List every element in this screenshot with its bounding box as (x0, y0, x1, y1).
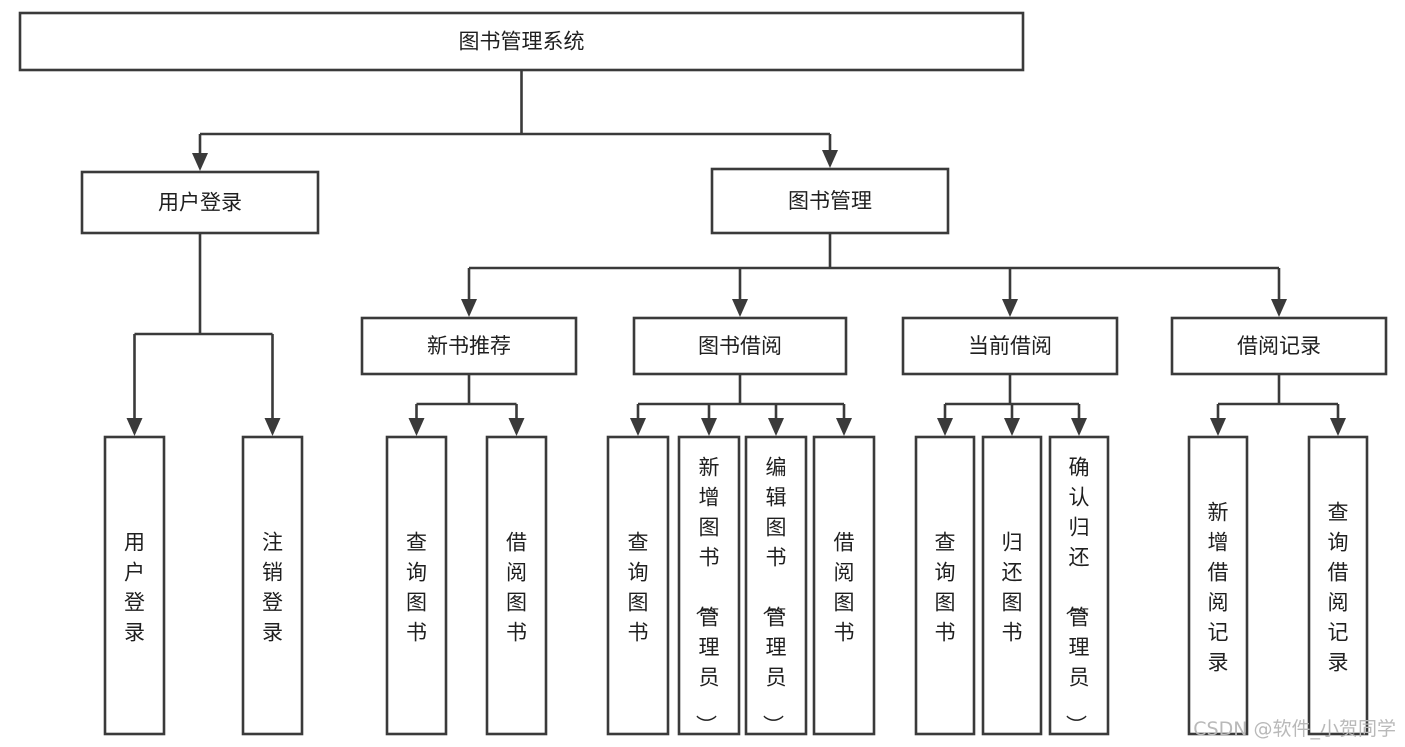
node-box (914, 435, 976, 736)
node-box (744, 435, 808, 736)
node-box (18, 11, 1025, 72)
node-label: 用户登录 (124, 531, 145, 645)
node-leaf-confirm-return[interactable]: 确认归还（管理员） (1048, 435, 1110, 736)
edge-group-current_borrow (937, 374, 1087, 436)
node-label: 注销登录 (262, 531, 283, 645)
node-box (1048, 435, 1110, 736)
node-box (901, 316, 1119, 376)
edge-group-root (192, 70, 838, 171)
node-label: 归还图书 (1002, 531, 1023, 645)
node-label: 图书管理 (788, 189, 872, 213)
node-layer: 图书管理系统用户登录图书管理新书推荐图书借阅当前借阅借阅记录用户登录注销登录查询… (18, 11, 1388, 736)
node-leaf-query-book-1[interactable]: 查询图书 (385, 435, 448, 736)
arrow-head-icon (508, 418, 525, 436)
node-label: 编辑图书（管理员） (761, 456, 787, 736)
node-label: 查询图书 (935, 531, 956, 645)
node-book-manage[interactable]: 图书管理 (710, 167, 950, 235)
edge-group-user_login (126, 233, 281, 436)
node-label: 新增图书（管理员） (694, 456, 720, 736)
node-box (1170, 316, 1388, 376)
node-leaf-user-login[interactable]: 用户登录 (103, 435, 166, 736)
node-label: 查询借阅记录 (1328, 501, 1349, 675)
node-new-book-rec[interactable]: 新书推荐 (360, 316, 578, 376)
arrow-head-icon (1210, 418, 1226, 436)
arrow-head-icon (192, 153, 208, 171)
node-box (632, 316, 848, 376)
node-box (981, 435, 1043, 736)
node-label: 用户登录 (158, 191, 242, 215)
node-label: 借阅图书 (506, 531, 527, 645)
node-label: 新书推荐 (427, 334, 511, 358)
node-box (80, 170, 320, 235)
node-leaf-query-record[interactable]: 查询借阅记录 (1307, 435, 1369, 736)
arrow-head-icon (836, 418, 852, 436)
node-box (710, 167, 950, 235)
node-user-login[interactable]: 用户登录 (80, 170, 320, 235)
node-leaf-edit-book[interactable]: 编辑图书（管理员） (744, 435, 808, 736)
csdn-watermark: CSDN @软件_小贺同学 (1193, 718, 1396, 740)
node-label: 图书借阅 (698, 334, 782, 358)
node-leaf-add-record[interactable]: 新增借阅记录 (1187, 435, 1249, 736)
arrow-head-icon (1071, 418, 1087, 436)
node-leaf-borrow-book-1[interactable]: 借阅图书 (485, 435, 548, 736)
node-book-borrow[interactable]: 图书借阅 (632, 316, 848, 376)
node-box (1187, 435, 1249, 736)
arrow-head-icon (461, 299, 477, 317)
node-label: 借阅图书 (834, 531, 855, 645)
node-box (606, 435, 670, 736)
arrow-head-icon (126, 418, 143, 436)
node-box (485, 435, 548, 736)
arrow-head-icon (1004, 418, 1020, 436)
node-label: 查询图书 (406, 531, 427, 645)
node-leaf-borrow-book-2[interactable]: 借阅图书 (812, 435, 876, 736)
arrow-head-icon (630, 418, 646, 436)
node-box (103, 435, 166, 736)
arrow-head-icon (822, 150, 838, 168)
arrow-head-icon (264, 418, 281, 436)
node-leaf-query-book-3[interactable]: 查询图书 (914, 435, 976, 736)
node-label: 图书管理系统 (459, 30, 585, 54)
edge-group-book_manage (461, 233, 1287, 317)
arrow-head-icon (1002, 299, 1018, 317)
node-box (385, 435, 448, 736)
node-box (677, 435, 741, 736)
node-label: 当前借阅 (968, 334, 1052, 358)
connector-layer (126, 70, 1346, 436)
node-borrow-record[interactable]: 借阅记录 (1170, 316, 1388, 376)
node-root[interactable]: 图书管理系统 (18, 11, 1025, 72)
node-box (1307, 435, 1369, 736)
node-current-borrow[interactable]: 当前借阅 (901, 316, 1119, 376)
arrow-head-icon (701, 418, 717, 436)
arrow-head-icon (937, 418, 953, 436)
node-box (360, 316, 578, 376)
arrow-head-icon (768, 418, 784, 436)
edge-group-new_book_rec (408, 374, 525, 436)
edge-group-borrow_record (1210, 374, 1346, 436)
arrow-head-icon (1330, 418, 1346, 436)
arrow-head-icon (732, 299, 748, 317)
node-label: 借阅记录 (1237, 334, 1321, 358)
node-box (241, 435, 304, 736)
node-label: 查询图书 (628, 531, 649, 645)
arrow-head-icon (408, 418, 425, 436)
node-leaf-query-book-2[interactable]: 查询图书 (606, 435, 670, 736)
edge-group-book_borrow (630, 374, 852, 436)
node-leaf-add-book[interactable]: 新增图书（管理员） (677, 435, 741, 736)
node-label: 确认归还（管理员） (1064, 456, 1090, 736)
node-label: 新增借阅记录 (1208, 501, 1229, 675)
node-leaf-return-book[interactable]: 归还图书 (981, 435, 1043, 736)
node-leaf-logout[interactable]: 注销登录 (241, 435, 304, 736)
node-box (812, 435, 876, 736)
arrow-head-icon (1271, 299, 1287, 317)
